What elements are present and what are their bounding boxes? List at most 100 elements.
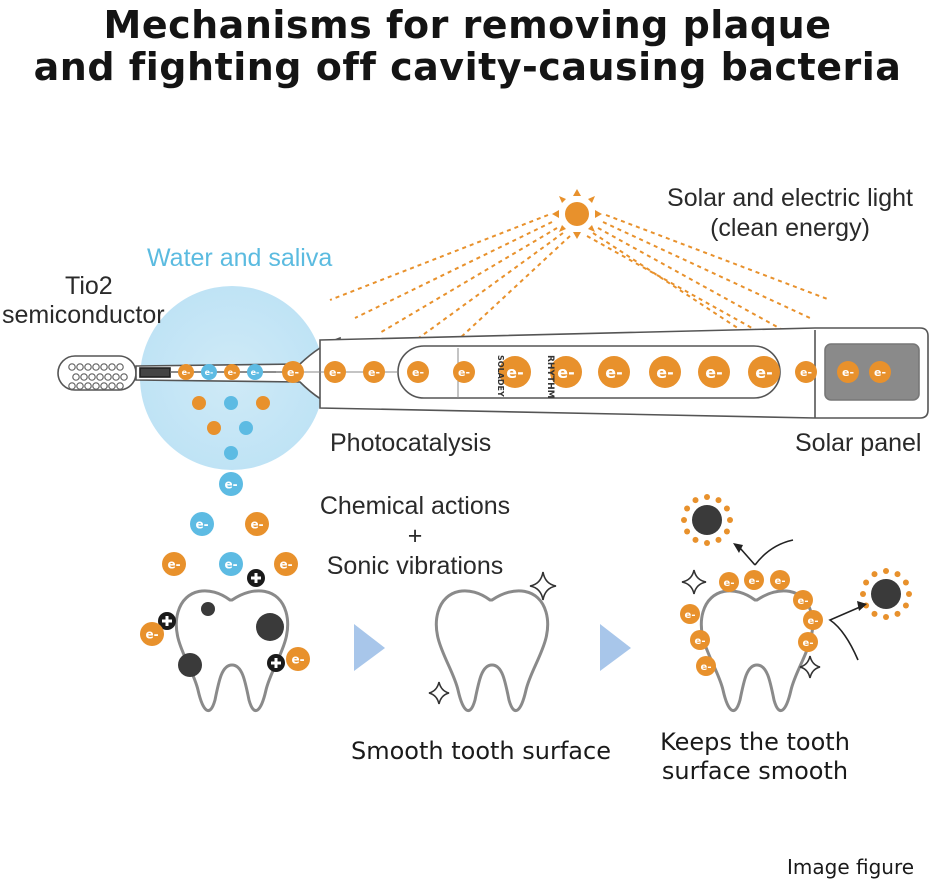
electron-icon: e- (719, 572, 739, 592)
svg-text:e-: e- (842, 366, 854, 379)
svg-text:e-: e- (803, 638, 814, 649)
electron-icon: e- (219, 472, 243, 496)
electron-icon: e- (795, 361, 817, 383)
electron-icon: e- (324, 361, 346, 383)
svg-text:e-: e- (412, 366, 424, 379)
light-rays (329, 214, 831, 353)
electron-icon: e- (803, 610, 823, 630)
ring-dot (684, 528, 691, 535)
bacteria-ring (681, 494, 912, 620)
svg-text:e-: e- (605, 363, 623, 382)
ring-dot (684, 505, 691, 512)
svg-text:e-: e- (458, 366, 470, 379)
electron-icon: e- (162, 552, 186, 576)
electron-icon: e- (770, 570, 790, 590)
svg-text:e-: e- (250, 518, 263, 532)
electron-icon: e- (201, 364, 217, 380)
electron-icon: e- (140, 622, 164, 646)
solar-light-label-1: Solar and electric light (667, 184, 913, 212)
svg-text:e-: e- (808, 616, 819, 627)
svg-text:e-: e- (557, 363, 575, 382)
electron-icon: e- (744, 570, 764, 590)
svg-text:e-: e- (874, 366, 886, 379)
ring-dot (871, 610, 878, 617)
electron-icon: e- (190, 512, 214, 536)
electron-icon: e- (550, 356, 582, 388)
ring-dot (902, 602, 909, 609)
tio2-label-1: Tio2 (65, 272, 113, 300)
svg-text:e-: e- (695, 636, 706, 647)
sparkle-icon (428, 569, 821, 705)
ring-dot (894, 610, 901, 617)
ring-dot (723, 505, 730, 512)
svg-text:e-: e- (749, 576, 760, 587)
hole-plus-icon (158, 569, 285, 672)
svg-text:e-: e- (182, 368, 191, 377)
electron-icon: e- (245, 512, 269, 536)
ring-dot (681, 517, 687, 523)
electron-icon: e- (247, 364, 263, 380)
electron-icon: e- (696, 656, 716, 676)
svg-text:e-: e- (775, 576, 786, 587)
keeps-smooth-caption-2: surface smooth (661, 757, 849, 785)
electron-icon (192, 396, 206, 410)
sonic-vibrations-label: Sonic vibrations (326, 552, 504, 580)
plus-label: + (407, 522, 423, 550)
electron-icon: e- (598, 356, 630, 388)
electron-icon: e- (690, 630, 710, 650)
electron-icon (224, 396, 238, 410)
tio2-label-2: semiconductor (2, 301, 165, 329)
ring-dot (906, 591, 912, 597)
solar-panel-label: Solar panel (795, 429, 922, 457)
smooth-tooth-caption: Smooth tooth surface (351, 737, 611, 765)
svg-text:e-: e- (800, 366, 812, 379)
svg-text:e-: e- (506, 363, 524, 382)
electron-icon: e- (698, 356, 730, 388)
electron-icon: e- (274, 552, 298, 576)
electron-icon: e- (178, 364, 194, 380)
ring-dot (871, 571, 878, 578)
electron-icon: e- (224, 364, 240, 380)
electron-icon: e- (282, 361, 304, 383)
electron-icon (224, 446, 238, 460)
ring-dot (715, 497, 722, 504)
ring-dot (860, 591, 866, 597)
electron-icon: e- (680, 604, 700, 624)
bacteria-dot (256, 613, 284, 641)
electron-icon: e- (748, 356, 780, 388)
svg-text:e-: e- (224, 558, 237, 572)
svg-text:e-: e- (224, 478, 237, 492)
svg-text:e-: e- (656, 363, 674, 382)
svg-text:e-: e- (685, 610, 696, 621)
ring-dot (902, 579, 909, 586)
electron-icon: e- (798, 632, 818, 652)
svg-text:e-: e- (279, 558, 292, 572)
svg-text:e-: e- (228, 368, 237, 377)
electron-icon: e- (453, 361, 475, 383)
svg-text:e-: e- (205, 368, 214, 377)
electron-icon: e- (286, 647, 310, 671)
ring-dot (715, 536, 722, 543)
title-line-2: and fighting off cavity-causing bacteria (33, 45, 902, 89)
svg-text:e-: e- (705, 363, 723, 382)
sun-icon (552, 189, 602, 239)
water-saliva-label: Water and saliva (147, 244, 333, 272)
svg-text:e-: e- (195, 518, 208, 532)
svg-text:e-: e- (167, 558, 180, 572)
title-line-1: Mechanisms for removing plaque (103, 3, 832, 47)
ring-dot (727, 517, 733, 523)
svg-text:e-: e- (145, 628, 158, 642)
electron-icon: e- (793, 590, 813, 610)
electron-icon: e- (837, 361, 859, 383)
ring-dot (894, 571, 901, 578)
electron-icon (239, 421, 253, 435)
electron-icon: e- (219, 552, 243, 576)
ring-dot (883, 568, 889, 574)
chemical-actions-label: Chemical actions (319, 492, 511, 520)
svg-text:e-: e- (755, 363, 773, 382)
arrow-right-icon (354, 624, 385, 671)
electron-icon (256, 396, 270, 410)
